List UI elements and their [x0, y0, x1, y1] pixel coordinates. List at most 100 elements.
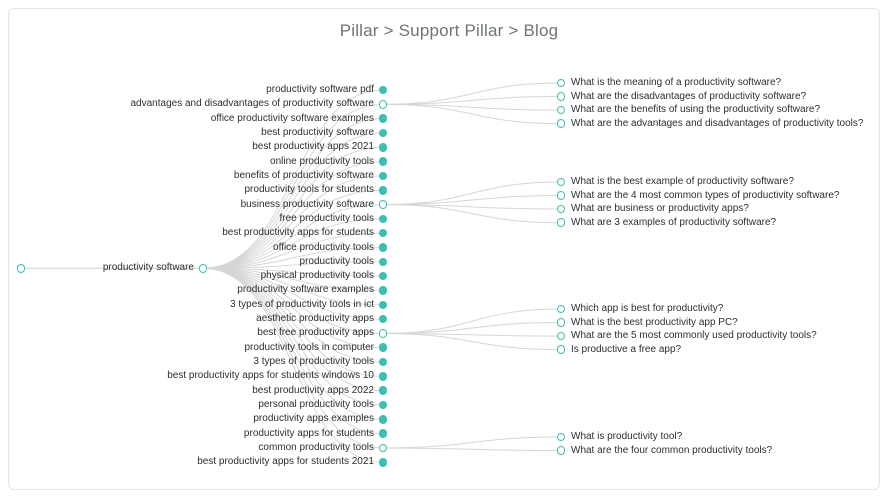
question-node[interactable]: [556, 204, 566, 214]
question-label[interactable]: What is the meaning of a productivity so…: [571, 77, 782, 88]
keyword-label[interactable]: personal productivity tools: [258, 399, 374, 411]
keyword-label[interactable]: best productivity apps for students 2021: [197, 456, 374, 468]
tree-edge: [382, 82, 562, 105]
keyword-node[interactable]: [378, 185, 388, 195]
question-label[interactable]: What is the best example of productivity…: [571, 176, 794, 187]
keyword-node[interactable]: [378, 100, 388, 109]
keyword-label[interactable]: online productivity tools: [270, 155, 374, 167]
keyword-node[interactable]: [378, 400, 388, 410]
tree-edge: [382, 332, 562, 351]
keyword-node[interactable]: [378, 171, 388, 181]
tree-edge: [382, 447, 562, 452]
keyword-label[interactable]: productivity tools in computer: [244, 341, 374, 353]
question-node[interactable]: [556, 92, 566, 101]
question-node[interactable]: [556, 177, 566, 187]
keyword-label[interactable]: productivity tools: [299, 255, 374, 267]
keyword-node[interactable]: [378, 415, 388, 424]
keyword-node[interactable]: [378, 300, 388, 310]
tree-edge: [202, 118, 384, 269]
question-label[interactable]: What are the four common productivity to…: [571, 444, 773, 456]
keyword-node[interactable]: [378, 314, 388, 324]
keyword-node[interactable]: [378, 85, 388, 95]
question-label[interactable]: Is productive a free app?: [571, 343, 682, 355]
question-label[interactable]: What are the advantages and disadvantage…: [571, 117, 864, 129]
question-node[interactable]: [556, 331, 566, 341]
keyword-node[interactable]: [378, 343, 388, 353]
keyword-node[interactable]: [378, 271, 388, 281]
tree-edge: [202, 267, 384, 320]
keyword-node[interactable]: [378, 142, 388, 152]
keyword-node[interactable]: [378, 443, 388, 453]
question-label[interactable]: What are the benefits of using the produ…: [571, 104, 821, 116]
keyword-node[interactable]: [378, 357, 388, 367]
tree-edge: [202, 146, 384, 269]
keyword-label[interactable]: productivity software examples: [237, 284, 374, 296]
keyword-label[interactable]: 3 types of productivity tools in ict: [230, 298, 374, 310]
keyword-node[interactable]: [378, 329, 388, 338]
keyword-node[interactable]: [378, 128, 388, 138]
question-node[interactable]: [556, 191, 566, 200]
question-label[interactable]: Which app is best for productivity?: [571, 303, 724, 314]
keyword-label[interactable]: best productivity software: [261, 126, 374, 138]
keyword-node[interactable]: [378, 429, 388, 438]
keyword-node[interactable]: [378, 214, 388, 224]
question-node[interactable]: [556, 304, 566, 314]
keyword-label[interactable]: common productivity tools: [258, 442, 374, 453]
keyword-node[interactable]: [378, 458, 388, 467]
keyword-node[interactable]: [378, 372, 388, 381]
keyword-label[interactable]: 3 types of productivity tools: [253, 356, 374, 368]
question-label[interactable]: What are 3 examples of productivity soft…: [571, 216, 777, 228]
question-node[interactable]: [556, 119, 566, 128]
pillar-label[interactable]: productivity software: [102, 262, 194, 274]
keyword-label[interactable]: best productivity apps for students wind…: [167, 370, 374, 382]
breadcrumb-label: Pillar > Support Pillar > Blog: [339, 21, 559, 40]
question-node[interactable]: [556, 345, 566, 354]
keyword-node[interactable]: [378, 257, 388, 267]
tree-edge: [202, 267, 384, 377]
keyword-node[interactable]: [378, 114, 388, 123]
question-label[interactable]: What are the disadvantages of productivi…: [571, 90, 807, 102]
tree-edge: [202, 132, 384, 269]
tree-edge: [382, 195, 562, 206]
keyword-node[interactable]: [378, 200, 388, 209]
keyword-label[interactable]: business productivity software: [240, 198, 374, 210]
keyword-node[interactable]: [378, 157, 388, 166]
tree-edge: [382, 308, 562, 334]
question-label[interactable]: What are the 5 most commonly used produc…: [571, 330, 817, 342]
keyword-node[interactable]: [378, 243, 388, 252]
keyword-label[interactable]: best productivity apps for students: [222, 227, 374, 239]
keyword-label[interactable]: advantages and disadvantages of producti…: [130, 98, 375, 110]
question-label[interactable]: What are the 4 most common types of prod…: [571, 189, 840, 201]
keyword-label[interactable]: productivity apps for students: [243, 427, 374, 439]
question-node[interactable]: [556, 446, 566, 455]
tree-edge: [382, 204, 562, 210]
tree-edge: [382, 332, 562, 337]
question-label[interactable]: What are business or productivity apps?: [571, 203, 749, 215]
keyword-node[interactable]: [378, 386, 388, 395]
question-node[interactable]: [556, 218, 566, 227]
keyword-label[interactable]: benefits of productivity software: [233, 169, 374, 181]
pillar-node[interactable]: [198, 263, 208, 273]
keyword-node[interactable]: [378, 228, 388, 238]
root-node[interactable]: [16, 263, 26, 273]
keyword-label[interactable]: best productivity apps 2022: [252, 384, 374, 396]
question-node[interactable]: [556, 105, 566, 115]
keyword-label[interactable]: best productivity apps 2021: [252, 141, 374, 153]
keyword-label[interactable]: productivity apps examples: [253, 413, 374, 425]
question-node[interactable]: [556, 318, 566, 327]
keyword-node[interactable]: [378, 286, 388, 295]
keyword-label[interactable]: office productivity software examples: [210, 112, 374, 124]
keyword-label[interactable]: best free productivity apps: [257, 327, 374, 339]
question-label[interactable]: What is the best productivity app PC?: [571, 316, 738, 328]
keyword-label[interactable]: physical productivity tools: [260, 270, 374, 282]
keyword-label[interactable]: productivity tools for students: [244, 184, 374, 196]
keyword-label[interactable]: aesthetic productivity apps: [256, 313, 374, 325]
question-label[interactable]: What is productivity tool?: [571, 431, 683, 442]
tree-edge: [202, 89, 384, 269]
keyword-label[interactable]: productivity software pdf: [266, 84, 374, 95]
keyword-label[interactable]: free productivity tools: [279, 212, 375, 224]
question-node[interactable]: [556, 432, 566, 442]
question-node[interactable]: [556, 78, 566, 88]
tree-edge: [202, 189, 384, 269]
keyword-label[interactable]: office productivity tools: [273, 241, 374, 253]
